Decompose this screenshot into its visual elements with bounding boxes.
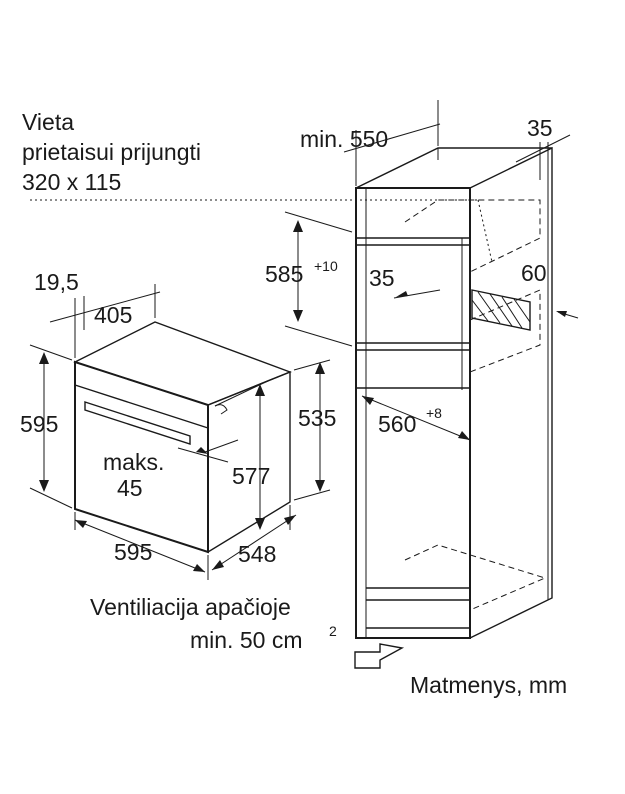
ventilation-line2: min. 50 cm: [190, 627, 302, 653]
dim-shelf-gap-label: 35: [369, 265, 395, 291]
dim-depth-front-label: 19,5: [34, 269, 79, 295]
dim-oven-width: 595: [74, 512, 209, 580]
dim-niche-height-tolerance: +10: [314, 258, 338, 274]
dim-niche-height-label: 585: [265, 261, 303, 287]
connection-leader-line-2: [477, 199, 493, 263]
dim-oven-max: maks. 45: [103, 439, 239, 501]
ventilation-note: Ventiliacija apačioje min. 50 cm 2: [90, 594, 337, 653]
connection-block: [471, 289, 531, 331]
dim-height-total-label: 595: [20, 411, 58, 437]
dim-oven-depth-top: 19,5 405: [34, 269, 161, 358]
dim-min-depth-label: min. 550: [300, 126, 388, 152]
dim-shelf-gap: 35: [369, 265, 441, 299]
dim-max-label-2: 45: [117, 475, 143, 501]
dim-min-depth: min. 550: [300, 100, 441, 186]
oven: [73, 321, 292, 554]
hidden-edge-bottom: [404, 544, 547, 611]
dim-niche-height: 585 +10: [265, 211, 353, 347]
dim-niche-width-tolerance: +8: [426, 405, 442, 421]
ventilation-line1: Ventiliacija apačioje: [90, 594, 291, 620]
units-note: Matmenys, mm: [410, 672, 567, 698]
ventilation-line2-sup: 2: [329, 623, 337, 639]
hidden-edge-mid: [469, 289, 541, 373]
oven-side-detail: [214, 404, 228, 415]
oven-top-detail: [214, 379, 271, 407]
dim-oven-height: 595: [20, 344, 73, 509]
dim-oven-inner-height: 577: [232, 384, 270, 530]
dim-oven-body-height: 535: [293, 359, 336, 501]
oven-control-strip: [74, 384, 209, 429]
cabinet-front-frame: [355, 187, 471, 639]
connection-note-line2: prietaisui prijungti: [22, 139, 201, 165]
dim-height-inner-label: 577: [232, 463, 270, 489]
dim-height-body-label: 535: [298, 405, 336, 431]
cabinet-side: [469, 146, 553, 639]
dim-back-gap-label: 35: [527, 115, 553, 141]
dim-side-gap-label: 60: [521, 260, 547, 286]
dim-side-gap: 60: [521, 260, 579, 319]
dim-niche-width: 560 +8: [361, 395, 471, 441]
connection-note: Vieta prietaisui prijungti 320 x 115: [22, 109, 493, 263]
dim-oven-depth-total: 548: [211, 505, 297, 571]
cabinet-top-edge: [355, 147, 552, 189]
ventilation-arrow: [354, 643, 405, 669]
dim-niche-width-label: 560: [378, 411, 416, 437]
connection-note-line1: Vieta: [22, 109, 74, 135]
dim-max-label-1: maks.: [103, 449, 164, 475]
dim-depth-body-label: 405: [94, 302, 132, 328]
oven-handle: [84, 401, 191, 445]
dim-width-label: 595: [114, 539, 152, 565]
connection-note-line3: 320 x 115: [22, 169, 121, 195]
dim-back-gap: 35: [515, 115, 571, 180]
hidden-edge-top: [404, 199, 541, 273]
dim-depth-total-label: 548: [238, 541, 276, 567]
oven-side: [207, 370, 291, 554]
cabinet: [354, 146, 553, 669]
